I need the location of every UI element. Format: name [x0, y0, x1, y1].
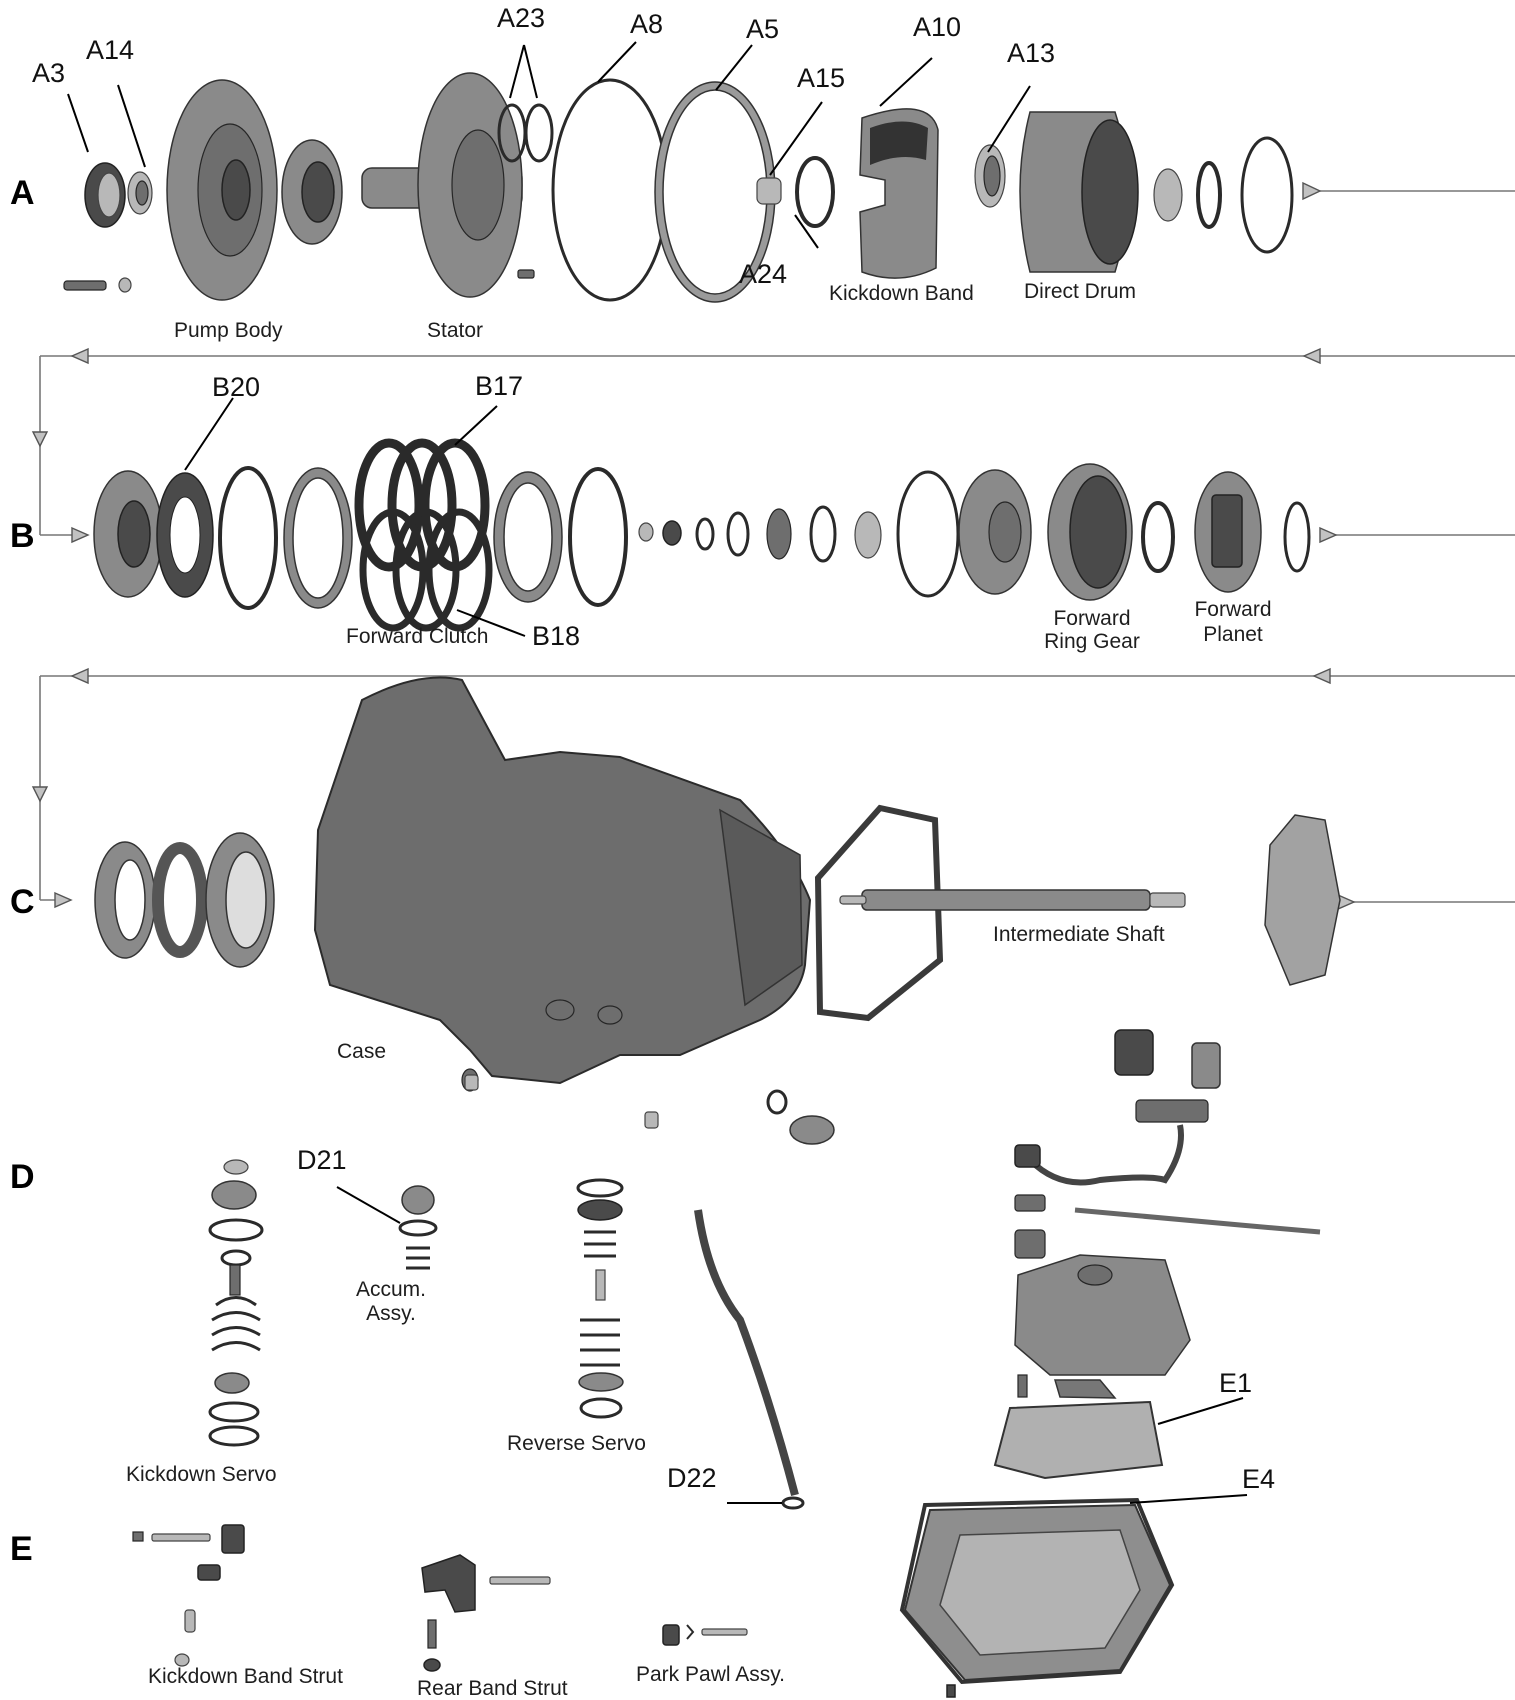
valve-body-linkage: [1015, 1195, 1320, 1258]
part-e4-pan-gasket-and-pan: [902, 1500, 1172, 1697]
callout-d21: D21: [297, 1145, 347, 1175]
label-kickdown-band-strut: Kickdown Band Strut: [148, 1665, 343, 1688]
part-reverse-servo-assy: [578, 1180, 623, 1417]
part-d21-accumulator: [400, 1186, 436, 1268]
part-case: [315, 678, 810, 1092]
valve-body-wiring-harness: [1015, 1125, 1181, 1183]
part-forward-planet: [1195, 472, 1261, 592]
callout-b20: B20: [212, 372, 260, 402]
part-valve-body: [1015, 1255, 1190, 1375]
callout-e1: E1: [1219, 1368, 1252, 1398]
callout-a14: A14: [86, 35, 134, 65]
forward-clutch-pressure-plate: [284, 468, 352, 608]
callout-a13: A13: [1007, 38, 1055, 68]
part-forward-hub: [959, 470, 1031, 594]
part-pump-gears: [282, 140, 342, 244]
pump-bolt: [64, 278, 131, 292]
part-reaction-bearing: [95, 842, 155, 958]
forward-clutch-outer-snap-ring: [570, 469, 626, 605]
row-letter-a: A: [10, 174, 35, 212]
callout-b18: B18: [532, 621, 580, 651]
part-overrunning-clutch: [158, 848, 202, 952]
callout-b17: B17: [475, 371, 523, 401]
label-forward-planet-line2: Planet: [1203, 623, 1263, 646]
part-forward-clutch-retainer: [94, 471, 162, 597]
label-forward-ring-gear-line2: Ring Gear: [1044, 630, 1140, 653]
part-pump-body: [167, 80, 277, 300]
forward-planet-thrust-washer: [1143, 503, 1173, 571]
forward-clutch-reaction-plate: [494, 472, 562, 602]
valve-body-small-parts: [1018, 1375, 1115, 1398]
label-accum-assy-line1: Accum.: [356, 1278, 426, 1301]
part-direct-drum: [1020, 112, 1138, 272]
direct-drum-small-parts: [1154, 138, 1292, 252]
part-a3-seal: [85, 163, 125, 227]
label-pump-body: Pump Body: [174, 319, 283, 342]
part-a15-bushing: [757, 178, 781, 204]
callout-a10: A10: [913, 12, 961, 42]
part-a8-o-ring: [553, 80, 667, 300]
row-letter-d: D: [10, 1158, 35, 1196]
row-letter-e: E: [10, 1530, 33, 1568]
label-stator: Stator: [427, 319, 483, 342]
label-park-pawl-assy: Park Pawl Assy.: [636, 1663, 785, 1686]
label-forward-ring-gear-line1: Forward: [1053, 607, 1130, 630]
callout-a8: A8: [630, 9, 663, 39]
callout-e4: E4: [1242, 1464, 1275, 1494]
forward-clutch-snap-ring: [220, 468, 276, 608]
part-rear-gasket: [818, 808, 940, 1018]
part-e1-filter: [995, 1402, 1162, 1478]
part-kickdown-band-strut: [133, 1525, 244, 1666]
part-low-reverse-drum: [206, 833, 274, 967]
valve-body-solenoids: [1115, 1030, 1220, 1122]
forward-planet-snap-ring: [1285, 503, 1309, 571]
callout-a3: A3: [32, 58, 65, 88]
row-letter-b: B: [10, 517, 35, 555]
label-rear-band-strut: Rear Band Strut: [417, 1677, 568, 1700]
forward-hub-snap-ring: [898, 472, 958, 596]
part-a24-snap-ring: [797, 158, 833, 226]
forward-section-washers: [639, 507, 881, 561]
part-forward-ring-gear: [1048, 464, 1132, 600]
callout-a15: A15: [797, 63, 845, 93]
label-forward-clutch: Forward Clutch: [346, 625, 488, 648]
part-rear-band-strut: [422, 1555, 550, 1671]
row-letter-c: C: [10, 883, 35, 921]
label-accum-assy-line2: Assy.: [366, 1302, 416, 1325]
part-b20-spring-plate: [157, 473, 213, 597]
part-a13-bushing: [975, 145, 1005, 207]
callout-d22: D22: [667, 1463, 717, 1493]
part-a14-bushing: [128, 172, 152, 214]
case-small-fittings: [465, 1075, 834, 1144]
part-kickdown-band: [860, 109, 938, 278]
label-forward-planet-line1: Forward: [1194, 598, 1271, 621]
callout-a23: A23: [497, 3, 545, 33]
label-case: Case: [337, 1040, 386, 1063]
callout-a5: A5: [746, 14, 779, 44]
part-intermediate-shaft: [840, 890, 1185, 910]
callout-a24: A24: [739, 259, 787, 289]
part-extension-adapter-gasket: [1265, 815, 1340, 985]
label-kickdown-band: Kickdown Band: [829, 282, 974, 305]
label-direct-drum: Direct Drum: [1024, 280, 1136, 303]
part-kickdown-servo-assy: [210, 1160, 262, 1445]
label-intermediate-shaft: Intermediate Shaft: [993, 923, 1165, 946]
label-reverse-servo: Reverse Servo: [507, 1432, 646, 1455]
label-kickdown-servo: Kickdown Servo: [126, 1463, 277, 1486]
part-park-pawl-assy: [663, 1625, 747, 1645]
